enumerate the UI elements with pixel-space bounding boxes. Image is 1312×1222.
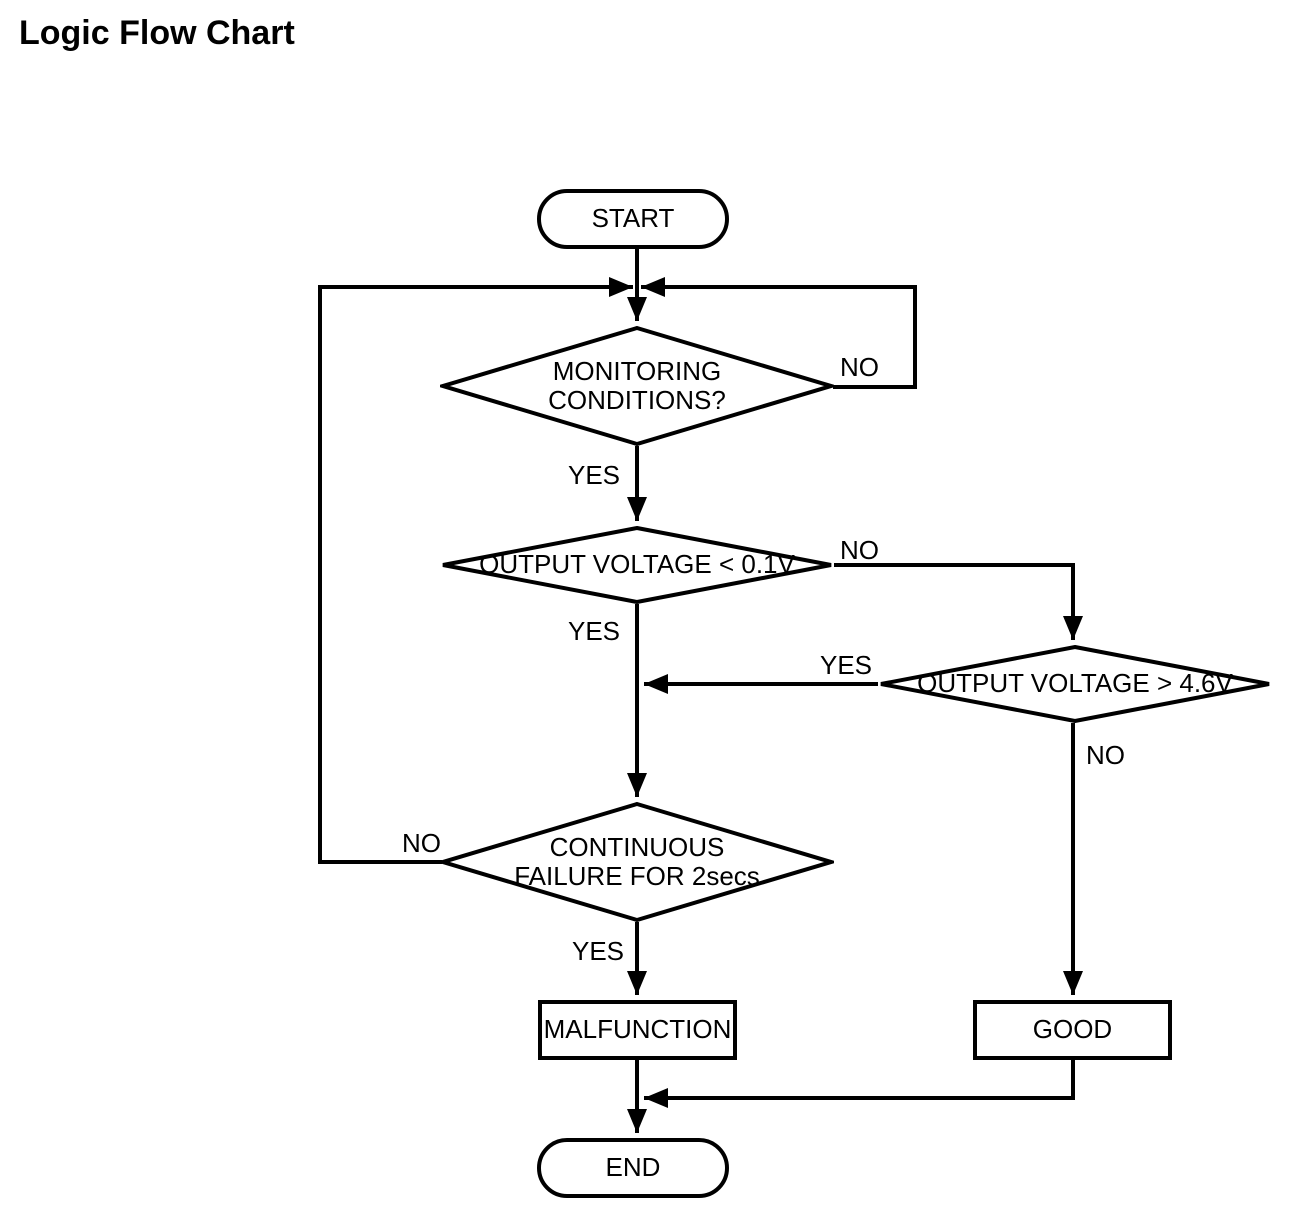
decision-output-voltage-low: OUTPUT VOLTAGE < 0.1V bbox=[440, 526, 834, 604]
edge-label-monitoring-yes: YES bbox=[568, 460, 621, 490]
decision-text: CONTINUOUS FAILURE FOR 2secs bbox=[440, 802, 834, 922]
decision-continuous-failure: CONTINUOUS FAILURE FOR 2secs bbox=[440, 802, 834, 922]
edge-label-continuous-yes: YES bbox=[572, 936, 625, 966]
decision-line1: OUTPUT VOLTAGE < 0.1V bbox=[479, 549, 795, 580]
diamond-shape bbox=[440, 326, 834, 446]
page-title: Logic Flow Chart bbox=[19, 14, 295, 52]
start-terminator: START bbox=[537, 189, 729, 249]
decision-line2: CONDITIONS? bbox=[548, 385, 726, 415]
decision-line1: CONTINUOUS bbox=[549, 831, 725, 862]
edge-continuous-no-loop bbox=[318, 277, 633, 864]
decision-text: OUTPUT VOLTAGE > 4.6V bbox=[878, 645, 1272, 723]
edge-monitoring-no-loop bbox=[641, 277, 917, 389]
decision-text: OUTPUT VOLTAGE < 0.1V bbox=[440, 526, 834, 604]
decision-text: MONITORING CONDITIONS? bbox=[440, 326, 834, 446]
decision-monitoring-conditions: MONITORING CONDITIONS? bbox=[440, 326, 834, 446]
process-good: GOOD bbox=[973, 1000, 1172, 1060]
edge-label-voltage-high-no: NO bbox=[1086, 740, 1125, 770]
decision-line2: FAILURE FOR 2secs bbox=[514, 861, 760, 891]
edge-label-continuous-no: NO bbox=[402, 828, 441, 858]
edge-good-merge bbox=[644, 1060, 1075, 1108]
end-terminator: END bbox=[537, 1138, 729, 1198]
diamond-shape bbox=[880, 645, 1270, 723]
edge-label-voltage-high-yes: YES bbox=[820, 650, 873, 680]
decision-line1: MONITORING bbox=[552, 355, 722, 386]
decision-output-voltage-high: OUTPUT VOLTAGE > 4.6V bbox=[878, 645, 1272, 723]
edge-voltage-low-no bbox=[834, 563, 1083, 640]
diamond-shape bbox=[440, 802, 834, 922]
start-label: START bbox=[591, 203, 675, 234]
good-label: GOOD bbox=[1032, 1014, 1113, 1045]
diamond-shape bbox=[442, 526, 832, 604]
decision-line1: OUTPUT VOLTAGE > 4.6V bbox=[917, 668, 1233, 699]
edge-label-voltage-low-yes: YES bbox=[568, 616, 621, 646]
edge-label-monitoring-no: NO bbox=[840, 352, 879, 382]
edge-label-voltage-low-no: NO bbox=[840, 535, 879, 565]
malfunction-label: MALFUNCTION bbox=[543, 1014, 732, 1045]
process-malfunction: MALFUNCTION bbox=[538, 1000, 737, 1060]
end-label: END bbox=[605, 1152, 661, 1183]
